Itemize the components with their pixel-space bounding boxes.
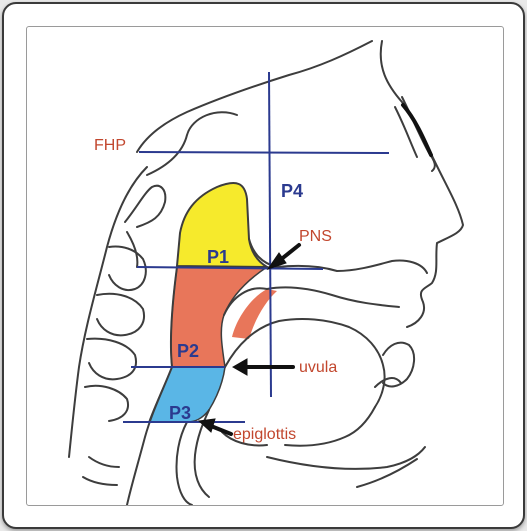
epiglottis-label: epiglottis [233, 426, 296, 443]
p1-label: P1 [207, 247, 229, 267]
pns-label: PNS [299, 228, 332, 245]
p2-label: P2 [177, 341, 199, 361]
p1-line [137, 267, 323, 269]
figure-panel: FHP P4 PNS P1 P2 uvula P3 epiglottis [26, 26, 504, 506]
p4-label: P4 [281, 181, 303, 201]
uvula-label: uvula [299, 359, 337, 376]
airway-diagram: FHP P4 PNS P1 P2 uvula P3 epiglottis [27, 27, 503, 505]
fhp-line [139, 152, 389, 153]
p4-vertical-line [269, 72, 271, 397]
p3-label: P3 [169, 403, 191, 423]
fhp-label: FHP [94, 137, 126, 154]
